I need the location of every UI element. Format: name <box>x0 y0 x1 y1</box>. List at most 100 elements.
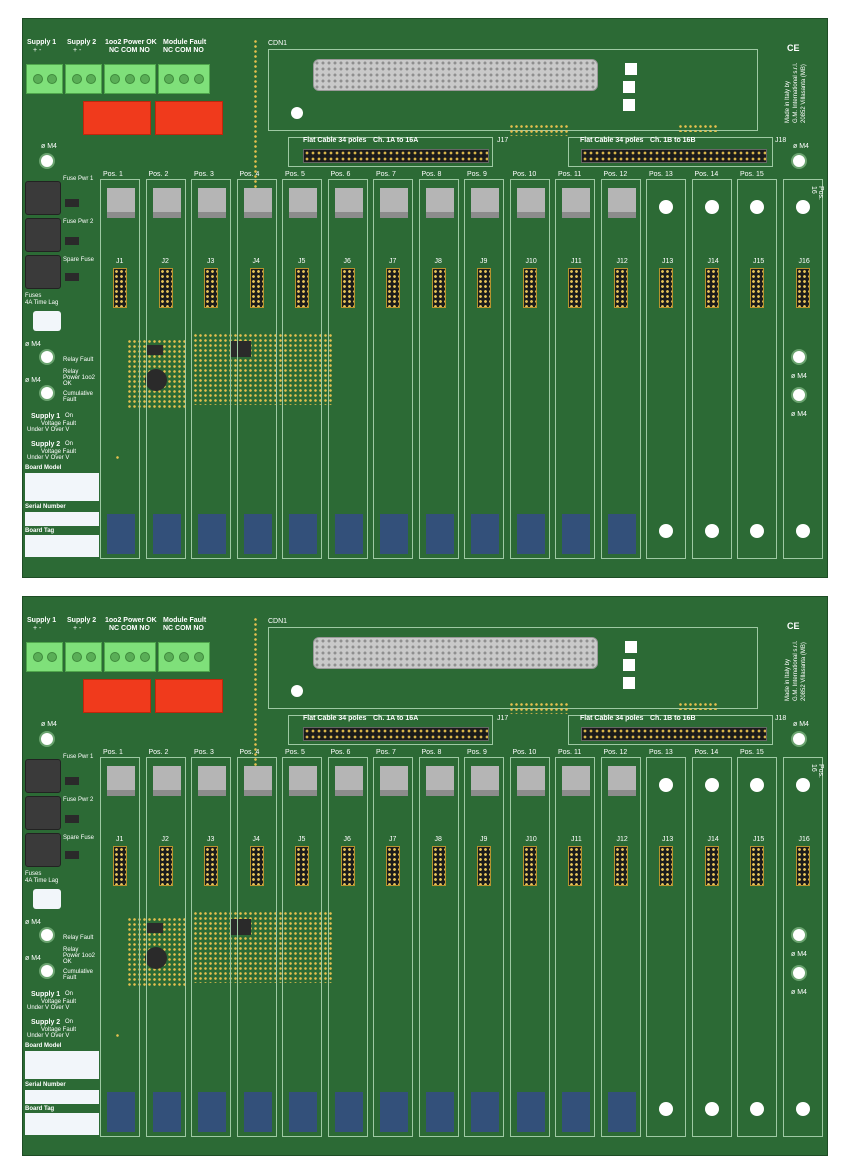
flat-cable-b-outline <box>568 715 773 745</box>
jack-connector <box>113 846 127 886</box>
component-pad <box>623 99 635 111</box>
slot-hole <box>795 1102 810 1116</box>
terminal-polarity: + - <box>33 47 42 54</box>
terminal-block-supply2 <box>65 64 102 94</box>
relay-power-ok <box>83 101 151 135</box>
slot-connector <box>471 514 499 554</box>
flat-cable-a-connector <box>303 149 489 163</box>
smd-component <box>65 777 79 785</box>
j17-label: J17 <box>497 715 509 722</box>
position-label: Pos. 16 <box>809 186 824 201</box>
jack-connector <box>750 268 764 308</box>
status-under-over: Under V Over V <box>27 1005 70 1011</box>
board-tag-box <box>25 535 99 557</box>
flat-cable-a-outline <box>288 715 493 745</box>
relay-power-ok <box>83 679 151 713</box>
flat-cable-a-connector <box>303 727 489 741</box>
jack-connector <box>613 268 628 308</box>
flat-cable-b-label: Flat Cable 34 poles <box>580 715 644 722</box>
slot-latch <box>380 766 408 796</box>
jack-label: J14 <box>707 258 719 265</box>
slot-connector <box>289 514 317 554</box>
position-label: Pos. 7 <box>376 749 396 756</box>
smd-cluster <box>193 911 333 983</box>
slot-hole <box>750 1102 764 1116</box>
mounting-hole <box>39 349 55 365</box>
slot-latch <box>152 766 181 796</box>
jack-connector <box>386 268 400 308</box>
jack-label: J8 <box>434 836 442 843</box>
slot-connector <box>425 1092 454 1132</box>
smd-component <box>65 199 79 207</box>
terminal-contacts: NC COM NO <box>109 625 150 632</box>
status-under-over: Under V Over V <box>27 455 70 461</box>
slot-latch <box>334 188 363 218</box>
cdn1-label: CDN1 <box>268 40 288 47</box>
status-relay-power: OK <box>63 959 72 965</box>
slot-connector <box>107 514 135 554</box>
slot-hole <box>704 1102 719 1116</box>
jack-connector <box>568 268 582 308</box>
slot-connector <box>334 1092 363 1132</box>
mounting-hole <box>39 385 55 401</box>
position-label: Pos. 5 <box>285 171 305 178</box>
flat-cable-b-connector <box>581 149 767 163</box>
terminal-block-supply1 <box>26 64 63 94</box>
jack-connector <box>295 268 309 308</box>
slot-connector <box>198 514 226 554</box>
position-label: Pos. 13 <box>649 171 673 178</box>
flat-cable-b-outline <box>568 137 773 167</box>
pad-single <box>115 455 121 461</box>
relay-module-fault <box>155 101 223 135</box>
slot-latch <box>516 188 545 218</box>
slot-latch <box>198 188 226 218</box>
status-cumulative: Cumulative <box>63 969 94 975</box>
inductor <box>145 369 167 391</box>
fuse-note: 4A Time Lag <box>25 300 59 306</box>
label-patch <box>33 311 61 331</box>
slot-latch <box>334 766 363 796</box>
slot-latch <box>243 766 272 796</box>
channel-slot: Pos. 2 J2 <box>145 749 186 1137</box>
slot-latch <box>607 188 636 218</box>
jack-connector <box>568 846 582 886</box>
mounting-hole <box>791 927 807 943</box>
position-label: Pos. 2 <box>148 749 169 756</box>
fuse-label: Spare Fuse <box>63 257 95 263</box>
jack-connector <box>204 846 218 886</box>
mounting-label: ø M4 <box>791 989 807 996</box>
jack-label: J10 <box>525 836 537 843</box>
jack-label: J11 <box>571 836 582 843</box>
jack-label: J13 <box>662 836 674 843</box>
slot-hole <box>795 200 810 214</box>
terminal-polarity: + - <box>33 625 42 632</box>
slot-connector <box>334 514 363 554</box>
position-label: Pos. 15 <box>740 749 764 756</box>
terminal-label-module-fault: Module Fault <box>163 39 207 46</box>
fuse-note: Fuses <box>25 871 42 877</box>
jack-connector <box>158 846 173 886</box>
pcb-board: Supply 1 + - Supply 2 + - 1oo2 Power OK … <box>22 18 828 578</box>
company-text: G.M. International s.r.l. <box>793 640 799 701</box>
slot-connector <box>471 1092 499 1132</box>
status-relay-power: OK <box>63 381 72 387</box>
slot-connector <box>243 514 272 554</box>
jack-label: J12 <box>616 258 628 265</box>
serial-number-label: Serial Number <box>25 504 66 510</box>
position-label: Pos. 10 <box>512 171 537 178</box>
position-label: Pos. 9 <box>467 171 487 178</box>
jack-connector <box>795 268 810 308</box>
position-label: Pos. 13 <box>649 749 673 756</box>
slot-connector <box>107 1092 135 1132</box>
position-label: Pos. 3 <box>194 749 214 756</box>
slot-latch <box>562 188 590 218</box>
flat-cable-a-label: Flat Cable 34 poles <box>303 715 367 722</box>
jack-label: J2 <box>161 836 169 843</box>
status-cumulative: Fault <box>63 975 77 981</box>
